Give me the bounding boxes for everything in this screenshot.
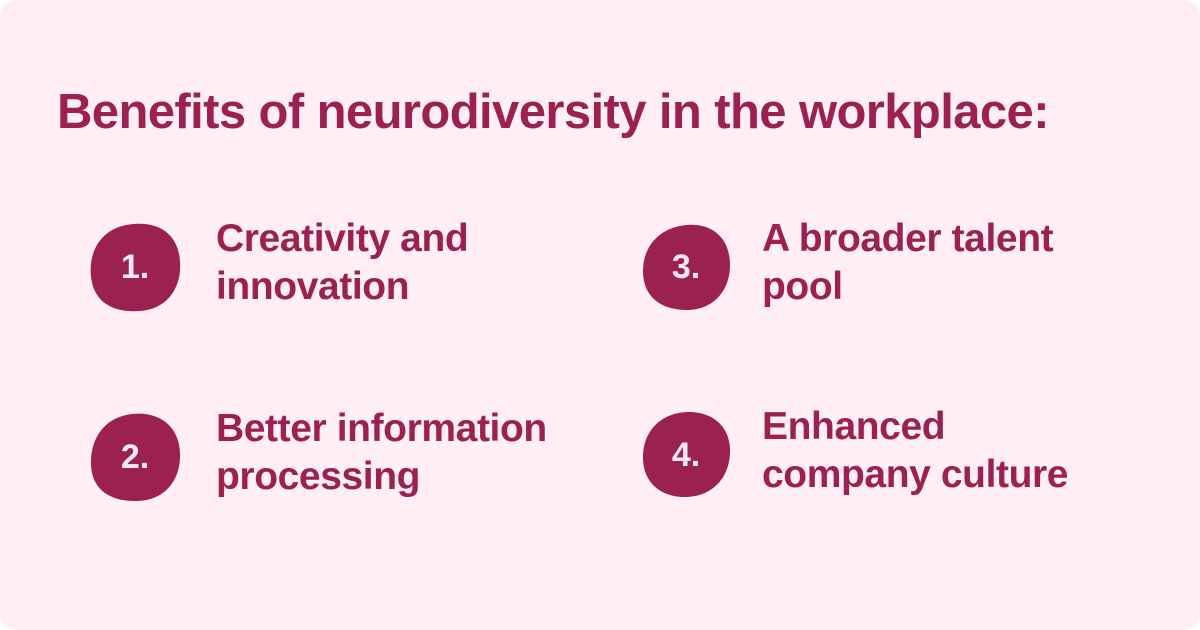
blob-shape-icon	[643, 224, 730, 310]
benefit-item-4: 4. Enhanced company culture	[639, 405, 1099, 509]
item-number: 3.	[671, 247, 701, 286]
benefit-label-line1: Enhanced	[762, 405, 946, 448]
benefit-label-line2: pool	[762, 265, 843, 308]
number-badge: 2.	[88, 411, 182, 503]
blob-shape-icon	[90, 223, 181, 312]
blob-shape-icon	[642, 412, 731, 497]
benefit-label-line2: innovation	[216, 265, 410, 308]
item-number: 4.	[671, 435, 701, 474]
page-title: Benefits of neurodiversity in the workpl…	[57, 85, 1050, 139]
benefit-label-line2: processing	[216, 455, 421, 498]
benefit-label: Better information processing	[216, 405, 556, 501]
benefit-item-2: 2. Better information processing	[88, 407, 548, 511]
benefit-label-line1: A broader talent	[762, 217, 1054, 260]
benefit-label-line2: company culture	[762, 453, 1069, 496]
benefit-label: Creativity and innovation	[216, 215, 556, 311]
number-badge: 1.	[88, 221, 182, 313]
benefit-label: A broader talent pool	[762, 215, 1102, 311]
benefit-label: Enhanced company culture	[762, 403, 1102, 499]
number-badge: 3.	[639, 221, 733, 313]
benefit-label-line1: Creativity and	[216, 217, 469, 260]
item-number: 1.	[120, 247, 150, 286]
blob-shape-icon	[90, 413, 181, 502]
number-badge: 4.	[639, 409, 733, 501]
item-number: 2.	[120, 437, 150, 476]
benefit-item-1: 1. Creativity and innovation	[88, 217, 548, 321]
benefit-item-3: 3. A broader talent pool	[639, 217, 1099, 321]
benefit-label-line1: Better information	[216, 407, 547, 450]
